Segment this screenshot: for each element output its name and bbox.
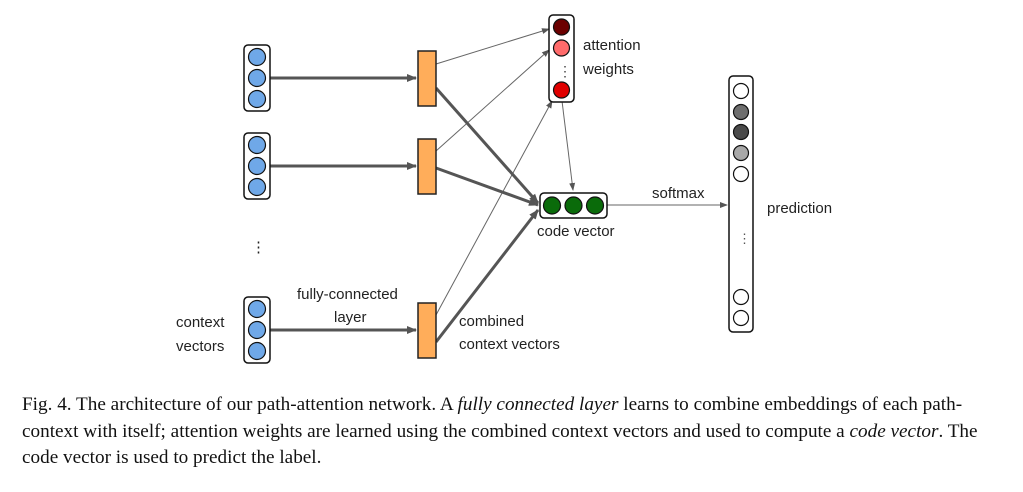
context-vector-1 (243, 44, 271, 112)
prediction-node (732, 165, 750, 183)
prediction-vector: ⋮ (728, 75, 754, 333)
caption-emphasis-code-vector: code vector (849, 420, 939, 442)
edge-fc2-attention (435, 49, 550, 152)
attention-node (552, 18, 571, 36)
code-vector (539, 192, 608, 219)
context-node (247, 89, 267, 109)
path-attention-diagram: ⋮ ⋮ attention weights code vector softma… (176, 14, 832, 364)
attention-node (552, 81, 571, 99)
attention-node (552, 39, 571, 57)
caption-text-3: . The code vector is used to predict the… (22, 420, 978, 469)
edge-fc3-attention (435, 100, 553, 316)
caption-figure-number: Fig. 4. (22, 394, 72, 415)
attention-weights-vector: ⋮ (548, 14, 575, 103)
caption-emphasis-fc: fully connected layer (457, 394, 619, 415)
prediction-node (732, 144, 750, 162)
context-node (247, 177, 267, 197)
context-node (247, 299, 267, 319)
prediction-node (732, 309, 750, 327)
context-ellipsis: ⋮ (251, 239, 266, 256)
combined-vector-3 (417, 302, 437, 359)
attention-weights-label-1: attention (583, 37, 641, 54)
edge-fc2-codevector (435, 166, 539, 207)
context-vector-3 (243, 296, 271, 364)
code-vector-node (585, 196, 605, 215)
combined-label-1: combined (459, 313, 524, 330)
figure-caption: Fig. 4. The architecture of our path-att… (22, 392, 1012, 472)
context-node (247, 47, 267, 67)
context-node (247, 320, 267, 340)
main-edges (270, 74, 540, 343)
context-vector-2 (243, 132, 271, 200)
prediction-ellipsis: ⋮ (738, 231, 751, 246)
context-node (247, 68, 267, 88)
context-node (247, 135, 267, 155)
caption-text-1: The architecture of our path-attention n… (71, 394, 458, 415)
edge-fc1-attention (435, 28, 550, 65)
attention-weights-label-2: weights (582, 61, 634, 78)
fully-connected-label-2: layer (334, 309, 367, 326)
attention-input-edges (435, 28, 728, 316)
attention-ellipsis: ⋮ (558, 63, 572, 79)
prediction-node (732, 103, 750, 121)
edge-fc3-codevector (434, 209, 540, 343)
prediction-node (732, 123, 750, 141)
prediction-node (732, 82, 750, 100)
combined-vector-1 (417, 50, 437, 107)
context-node (247, 341, 267, 361)
softmax-label: softmax (652, 185, 705, 202)
combined-label-2: context vectors (459, 336, 560, 353)
prediction-label: prediction (767, 200, 832, 217)
combined-vector-2 (417, 138, 437, 195)
code-vector-node (564, 196, 583, 215)
context-vectors-label-2: vectors (176, 338, 224, 355)
code-vector-node (542, 196, 562, 215)
prediction-node (732, 288, 750, 306)
code-vector-label: code vector (537, 223, 615, 240)
context-node (247, 156, 267, 176)
edge-attention-codevector (561, 100, 576, 191)
edge-fc1-codevector (434, 87, 540, 204)
caption-text-2: learns to combine embeddings of each pat… (22, 394, 963, 442)
fully-connected-label-1: fully-connected (297, 286, 398, 303)
context-vectors-label-1: context (176, 314, 225, 331)
